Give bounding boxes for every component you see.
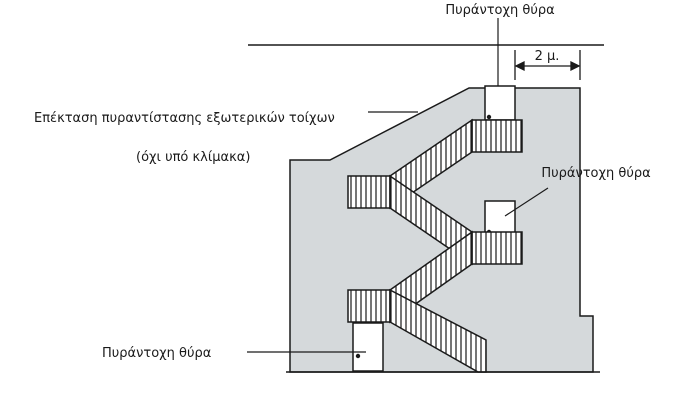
- dimension-marker: [514, 50, 581, 80]
- wall-extension-label-line1: Επέκταση πυραντίστασης εξωτερικών τοίχων: [34, 111, 335, 126]
- leader-lines: [247, 18, 549, 353]
- bottom-door-handle: [355, 353, 361, 359]
- bottom-door-label: Πυράντοχη θύρα: [102, 346, 211, 361]
- top-fire-door: [484, 85, 516, 121]
- lower-left-landing: [347, 289, 391, 323]
- middle-fire-door: [484, 200, 516, 236]
- middle-door-label: Πυράντοχη θύρα: [541, 166, 650, 181]
- dimension-label: 2 μ.: [535, 49, 560, 64]
- bottom-fire-door: [352, 322, 384, 372]
- wall-extension-label-line2: (όχι υπό κλίμακα): [136, 150, 250, 165]
- upper-left-landing: [347, 175, 391, 209]
- top-door-handle: [486, 114, 492, 120]
- top-landing: [471, 119, 523, 153]
- middle-landing: [471, 231, 523, 265]
- top-door-label: Πυράντοχη θύρα: [445, 3, 554, 18]
- middle-door-leader: [504, 187, 549, 217]
